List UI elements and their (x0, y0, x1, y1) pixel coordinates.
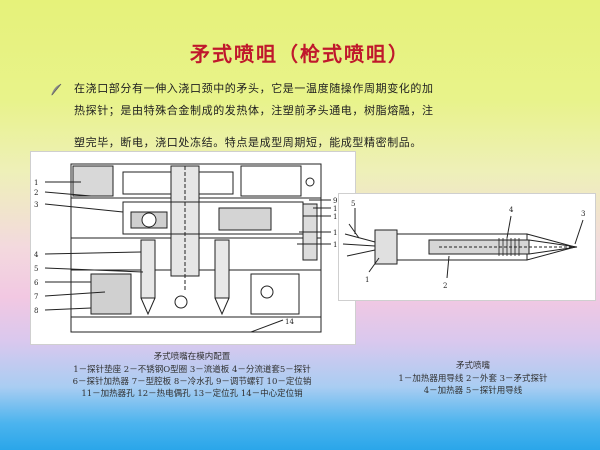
label-1: 1 (34, 179, 38, 187)
nozzle-label-5: 5 (351, 200, 355, 208)
nozzle-caption-line-2: 4－加热器 5－探针用导线 (423, 386, 523, 396)
label-5: 5 (34, 265, 38, 273)
paragraph-line-2: 热探针；是由特殊合金制成的发热体，注塑前矛头通电，树脂熔融，注 (74, 104, 434, 117)
label-7: 7 (34, 293, 38, 301)
label-8: 8 (34, 307, 38, 315)
nozzle-caption-line-1: 1－加热器用导线 2－外套 3－矛式探针 (398, 374, 548, 384)
label-9: 9 (333, 197, 337, 205)
paragraph-line-1: 在浇口部分有一伸入浇口颈中的矛头，它是一温度随操作周期变化的加 (74, 82, 434, 95)
nozzle-figure: 1 2 3 4 5 (338, 193, 596, 301)
nozzle-label-3: 3 (581, 210, 585, 218)
nozzle-label-1: 1 (365, 276, 369, 284)
nozzle-caption-title: 矛式喷嘴 (455, 361, 490, 371)
label-3: 3 (34, 201, 38, 209)
label-11: 11 (333, 213, 342, 221)
nozzle-label-4: 4 (509, 206, 514, 214)
label-14: 14 (285, 318, 294, 326)
nozzle-label-2: 2 (443, 282, 447, 290)
label-13: 13 (333, 241, 342, 249)
nozzle-caption: 矛式喷嘴 1－加热器用导线 2－外套 3－矛式探针 4－加热器 5－探针用导线 (360, 360, 586, 397)
description-paragraph: 在浇口部分有一伸入浇口颈中的矛头，它是一温度随操作周期变化的加 热探针；是由特殊… (74, 78, 554, 154)
label-2: 2 (34, 189, 38, 197)
mold-caption-line-1: 1－探针垫座 2－不锈钢O型圈 3－流道板 4－分流道套5－探针 (73, 365, 311, 375)
slide-title: 矛式喷咀（枪式喷咀） (190, 42, 410, 66)
feather-bullet-icon (51, 83, 62, 96)
label-4: 4 (34, 251, 39, 259)
mold-caption-title: 矛式喷嘴在模内配置 (153, 352, 231, 362)
mold-caption-line-3: 11－加热器孔 12－热电偶孔 13－定位孔 14－中心定位销 (81, 389, 303, 399)
label-12: 12 (333, 229, 342, 237)
label-10: 10 (333, 205, 342, 213)
nozzle-drawing: 1 2 3 4 5 (342, 200, 585, 290)
label-6: 6 (34, 279, 39, 287)
mold-assembly-figure: 1 2 3 4 5 6 7 8 9 10 11 12 13 14 (30, 151, 356, 345)
mold-assembly-drawing: 1 2 3 4 5 6 7 8 9 10 11 12 13 14 (34, 163, 342, 333)
mold-assembly-caption: 矛式喷嘴在模内配置 1－探针垫座 2－不锈钢O型圈 3－流道板 4－分流道套5－… (22, 351, 362, 400)
mold-caption-line-2: 6－探针加热器 7－型腔板 8－冷水孔 9－调节螺钉 10－定位销 (72, 377, 312, 387)
paragraph-line-3: 塑完毕，断电，浇口处冻结。特点是成型周期短，能成型精密制品。 (74, 136, 422, 149)
